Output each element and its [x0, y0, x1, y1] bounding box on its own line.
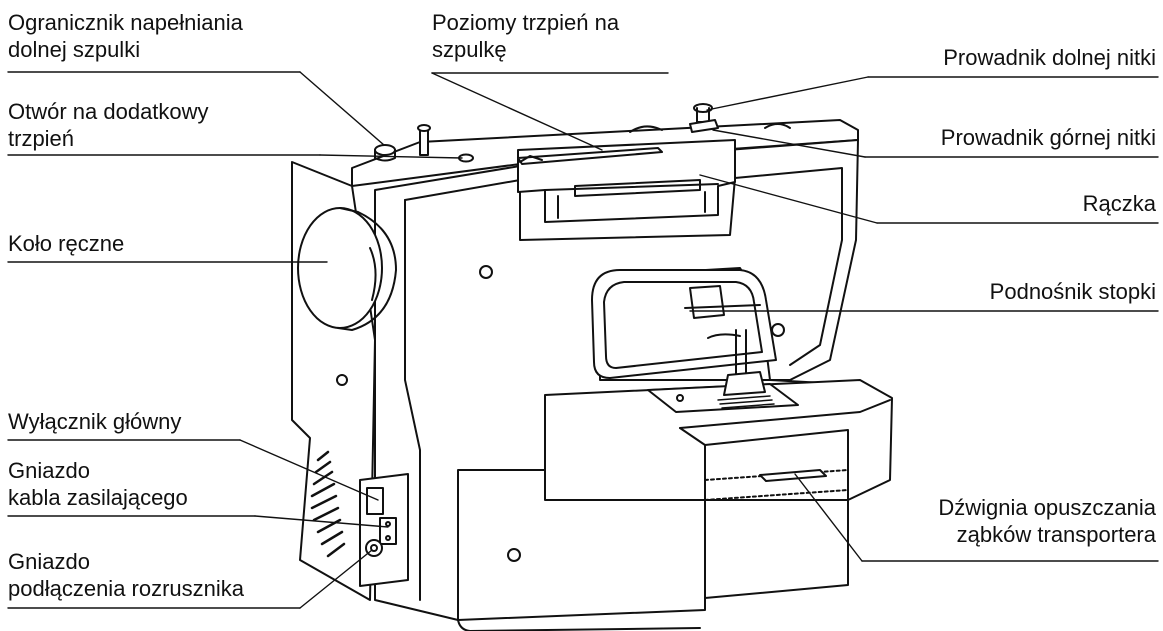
label-bobbin-winder-stopper: Ogranicznik napełniania dolnej szpulki: [8, 9, 243, 63]
label-horizontal-spool-pin-line-1: Poziomy trzpień na: [432, 10, 620, 35]
label-upper-thread-guide: Prowadnik górnej nitki: [941, 124, 1156, 151]
label-power-cord-socket-line-2: kabla zasilającego: [8, 485, 188, 510]
label-feed-dog-lever-line-2: ząbków transportera: [956, 522, 1156, 547]
label-foot-controller-socket: Gniazdo podłączenia rozrusznika: [8, 548, 244, 602]
label-handle: Rączka: [1083, 190, 1156, 217]
label-main-switch-line-1: Wyłącznik główny: [8, 409, 182, 434]
label-presser-foot-lifter-line-1: Podnośnik stopki: [989, 279, 1156, 304]
label-feed-dog-lever: Dźwignia opuszczania ząbków transportera: [938, 494, 1156, 548]
label-presser-foot-lifter: Podnośnik stopki: [990, 278, 1156, 305]
leader-lines: [7, 71, 1159, 609]
label-extra-spool-pin-hole-line-2: trzpień: [8, 126, 75, 151]
label-handwheel-line-1: Koło ręczne: [8, 231, 125, 256]
label-power-cord-socket: Gniazdo kabla zasilającego: [8, 457, 188, 511]
machine-body: [291, 103, 893, 631]
label-extra-spool-pin-hole-line-1: Otwór na dodatkowy: [8, 99, 209, 124]
label-upper-thread-guide-line-1: Prowadnik górnej nitki: [940, 125, 1156, 150]
label-handwheel: Koło ręczne: [8, 230, 124, 257]
label-foot-controller-socket-line-1: Gniazdo: [8, 549, 90, 574]
label-extra-spool-pin-hole: Otwór na dodatkowy trzpień: [8, 98, 209, 152]
label-handle-line-1: Rączka: [1082, 191, 1156, 216]
label-bobbin-winder-stopper-line-2: dolnej szpulki: [8, 37, 141, 62]
label-horizontal-spool-pin-line-2: szpulkę: [432, 37, 507, 62]
label-foot-controller-socket-line-2: podłączenia rozrusznika: [8, 576, 245, 601]
label-power-cord-socket-line-1: Gniazdo: [8, 458, 90, 483]
label-bobbin-winder-stopper-line-1: Ogranicznik napełniania: [8, 10, 243, 35]
label-bobbin-thread-guide: Prowadnik dolnej nitki: [943, 44, 1156, 71]
label-bobbin-thread-guide-line-1: Prowadnik dolnej nitki: [943, 45, 1156, 70]
label-feed-dog-lever-line-1: Dźwignia opuszczania: [938, 495, 1156, 520]
label-horizontal-spool-pin: Poziomy trzpień na szpulkę: [432, 9, 619, 63]
label-main-switch: Wyłącznik główny: [8, 408, 181, 435]
